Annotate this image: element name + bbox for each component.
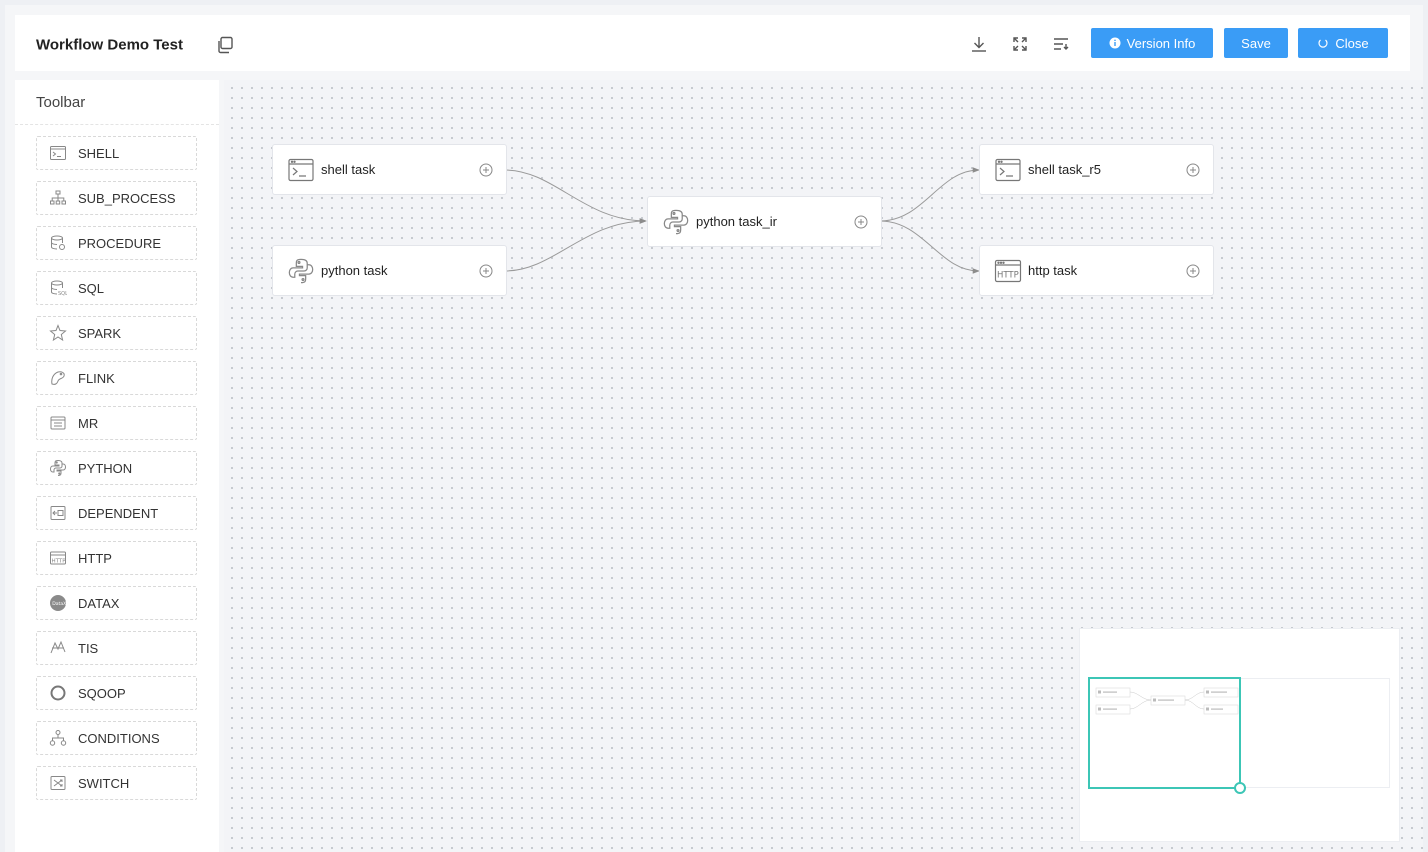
shell-icon (994, 156, 1022, 184)
add-downstream-icon[interactable] (854, 215, 868, 229)
add-downstream-icon[interactable] (479, 163, 493, 177)
tool-item-label: SQOOP (78, 685, 126, 701)
tool-item-shell[interactable]: SHELL (36, 136, 197, 170)
tool-item-spark[interactable]: SPARK (36, 316, 197, 350)
mr-icon (49, 414, 67, 432)
header-bar: Workflow Demo Test (15, 15, 1410, 71)
tool-item-sqoop[interactable]: SQOOP (36, 676, 197, 710)
switch-icon (49, 774, 67, 792)
tool-item-switch[interactable]: SWITCH (36, 766, 197, 800)
tool-item-label: HTTP (78, 550, 112, 566)
save-label: Save (1241, 35, 1271, 51)
minimap-viewport[interactable] (1088, 677, 1246, 794)
toolbar-title: Toolbar (15, 80, 219, 125)
edge-python-to-python-ir[interactable] (504, 218, 647, 272)
flink-icon (49, 369, 67, 387)
tis-icon (49, 639, 67, 657)
python-icon (287, 257, 315, 285)
python-icon (662, 208, 690, 236)
copy-icon[interactable] (215, 35, 235, 55)
svg-text:DataX: DataX (52, 601, 66, 607)
task-node-python-task-ir[interactable]: python task_ir (647, 196, 882, 247)
node-label: shell task (321, 162, 376, 177)
edge-python-ir-to-shell-r5[interactable] (879, 167, 980, 222)
tool-item-label: FLINK (78, 370, 115, 386)
power-icon (1318, 39, 1328, 48)
task-node-shell-task-r5[interactable]: shell task_r5 (979, 144, 1214, 195)
tool-item-mr[interactable]: MR (36, 406, 197, 440)
close-label: Close (1335, 35, 1369, 51)
node-label: http task (1028, 263, 1078, 278)
tool-item-label: SUB_PROCESS (78, 190, 176, 206)
tool-item-label: TIS (78, 640, 99, 656)
tool-item-flink[interactable]: FLINK (36, 361, 197, 395)
edge-shell-to-python-ir[interactable] (504, 169, 647, 224)
save-button[interactable]: Save (1224, 28, 1288, 58)
minimap-resize-handle[interactable] (1234, 782, 1246, 794)
task-node-http-task[interactable]: HTTP http task (979, 245, 1214, 296)
sqoop-icon (49, 684, 67, 702)
sub-process-icon (49, 189, 67, 207)
svg-text:SQL: SQL (58, 291, 67, 297)
edge-python-ir-to-http[interactable] (879, 220, 980, 274)
sql-icon: SQL (49, 279, 67, 297)
fullscreen-icon[interactable] (1010, 34, 1030, 54)
close-button[interactable]: Close (1298, 28, 1388, 58)
minimap[interactable] (1079, 628, 1400, 842)
dependent-icon (49, 504, 67, 522)
datax-icon: DataX (49, 594, 67, 612)
tool-item-dependent[interactable]: DEPENDENT (36, 496, 197, 530)
svg-text:HTTP: HTTP (997, 270, 1019, 280)
tool-item-label: SQL (78, 280, 105, 296)
node-label: python task_ir (696, 214, 777, 229)
tool-item-label: SPARK (78, 325, 122, 341)
http-icon: HTTP (994, 257, 1022, 285)
tool-item-tis[interactable]: TIS (36, 631, 197, 665)
procedure-icon (49, 234, 67, 252)
add-downstream-icon[interactable] (1186, 264, 1200, 278)
info-icon (1109, 37, 1121, 49)
shell-icon (49, 144, 67, 162)
app-window: Workflow Demo Test (5, 5, 1423, 852)
task-node-python-task[interactable]: python task (272, 245, 507, 296)
version-info-button[interactable]: Version Info (1091, 28, 1213, 58)
tool-item-label: CONDITIONS (78, 730, 160, 746)
tool-item-label: PROCEDURE (78, 235, 162, 251)
tool-item-http[interactable]: HTTP HTTP (36, 541, 197, 575)
tool-item-label: SHELL (78, 145, 120, 161)
tool-item-label: DATAX (78, 595, 120, 611)
svg-text:HTTP: HTTP (52, 559, 67, 565)
tool-item-datax[interactable]: DataX DATAX (36, 586, 197, 620)
download-icon[interactable] (969, 34, 989, 54)
tool-item-python[interactable]: PYTHON (36, 451, 197, 485)
tool-item-label: MR (78, 415, 99, 431)
python-icon (49, 459, 67, 477)
node-label: python task (321, 263, 388, 278)
toolbar-panel: Toolbar SHELL SUB_PROCESS PROCEDURE SQL … (15, 80, 219, 852)
spark-icon (49, 324, 67, 342)
add-downstream-icon[interactable] (479, 264, 493, 278)
tool-item-label: SWITCH (78, 775, 130, 791)
shell-icon (287, 156, 315, 184)
minimap-preview (1095, 687, 1239, 715)
version-info-label: Version Info (1126, 35, 1196, 51)
add-downstream-icon[interactable] (1186, 163, 1200, 177)
tool-item-sql[interactable]: SQL SQL (36, 271, 197, 305)
conditions-icon (49, 729, 67, 747)
node-label: shell task_r5 (1028, 162, 1101, 177)
format-icon[interactable] (1051, 34, 1071, 54)
workflow-title: Workflow Demo Test (36, 36, 183, 54)
tool-item-procedure[interactable]: PROCEDURE (36, 226, 197, 260)
http-icon: HTTP (49, 549, 67, 567)
tool-item-conditions[interactable]: CONDITIONS (36, 721, 197, 755)
tool-item-label: PYTHON (78, 460, 133, 476)
task-node-shell-task[interactable]: shell task (272, 144, 507, 195)
tool-item-label: DEPENDENT (78, 505, 159, 521)
tool-item-sub-process[interactable]: SUB_PROCESS (36, 181, 197, 215)
